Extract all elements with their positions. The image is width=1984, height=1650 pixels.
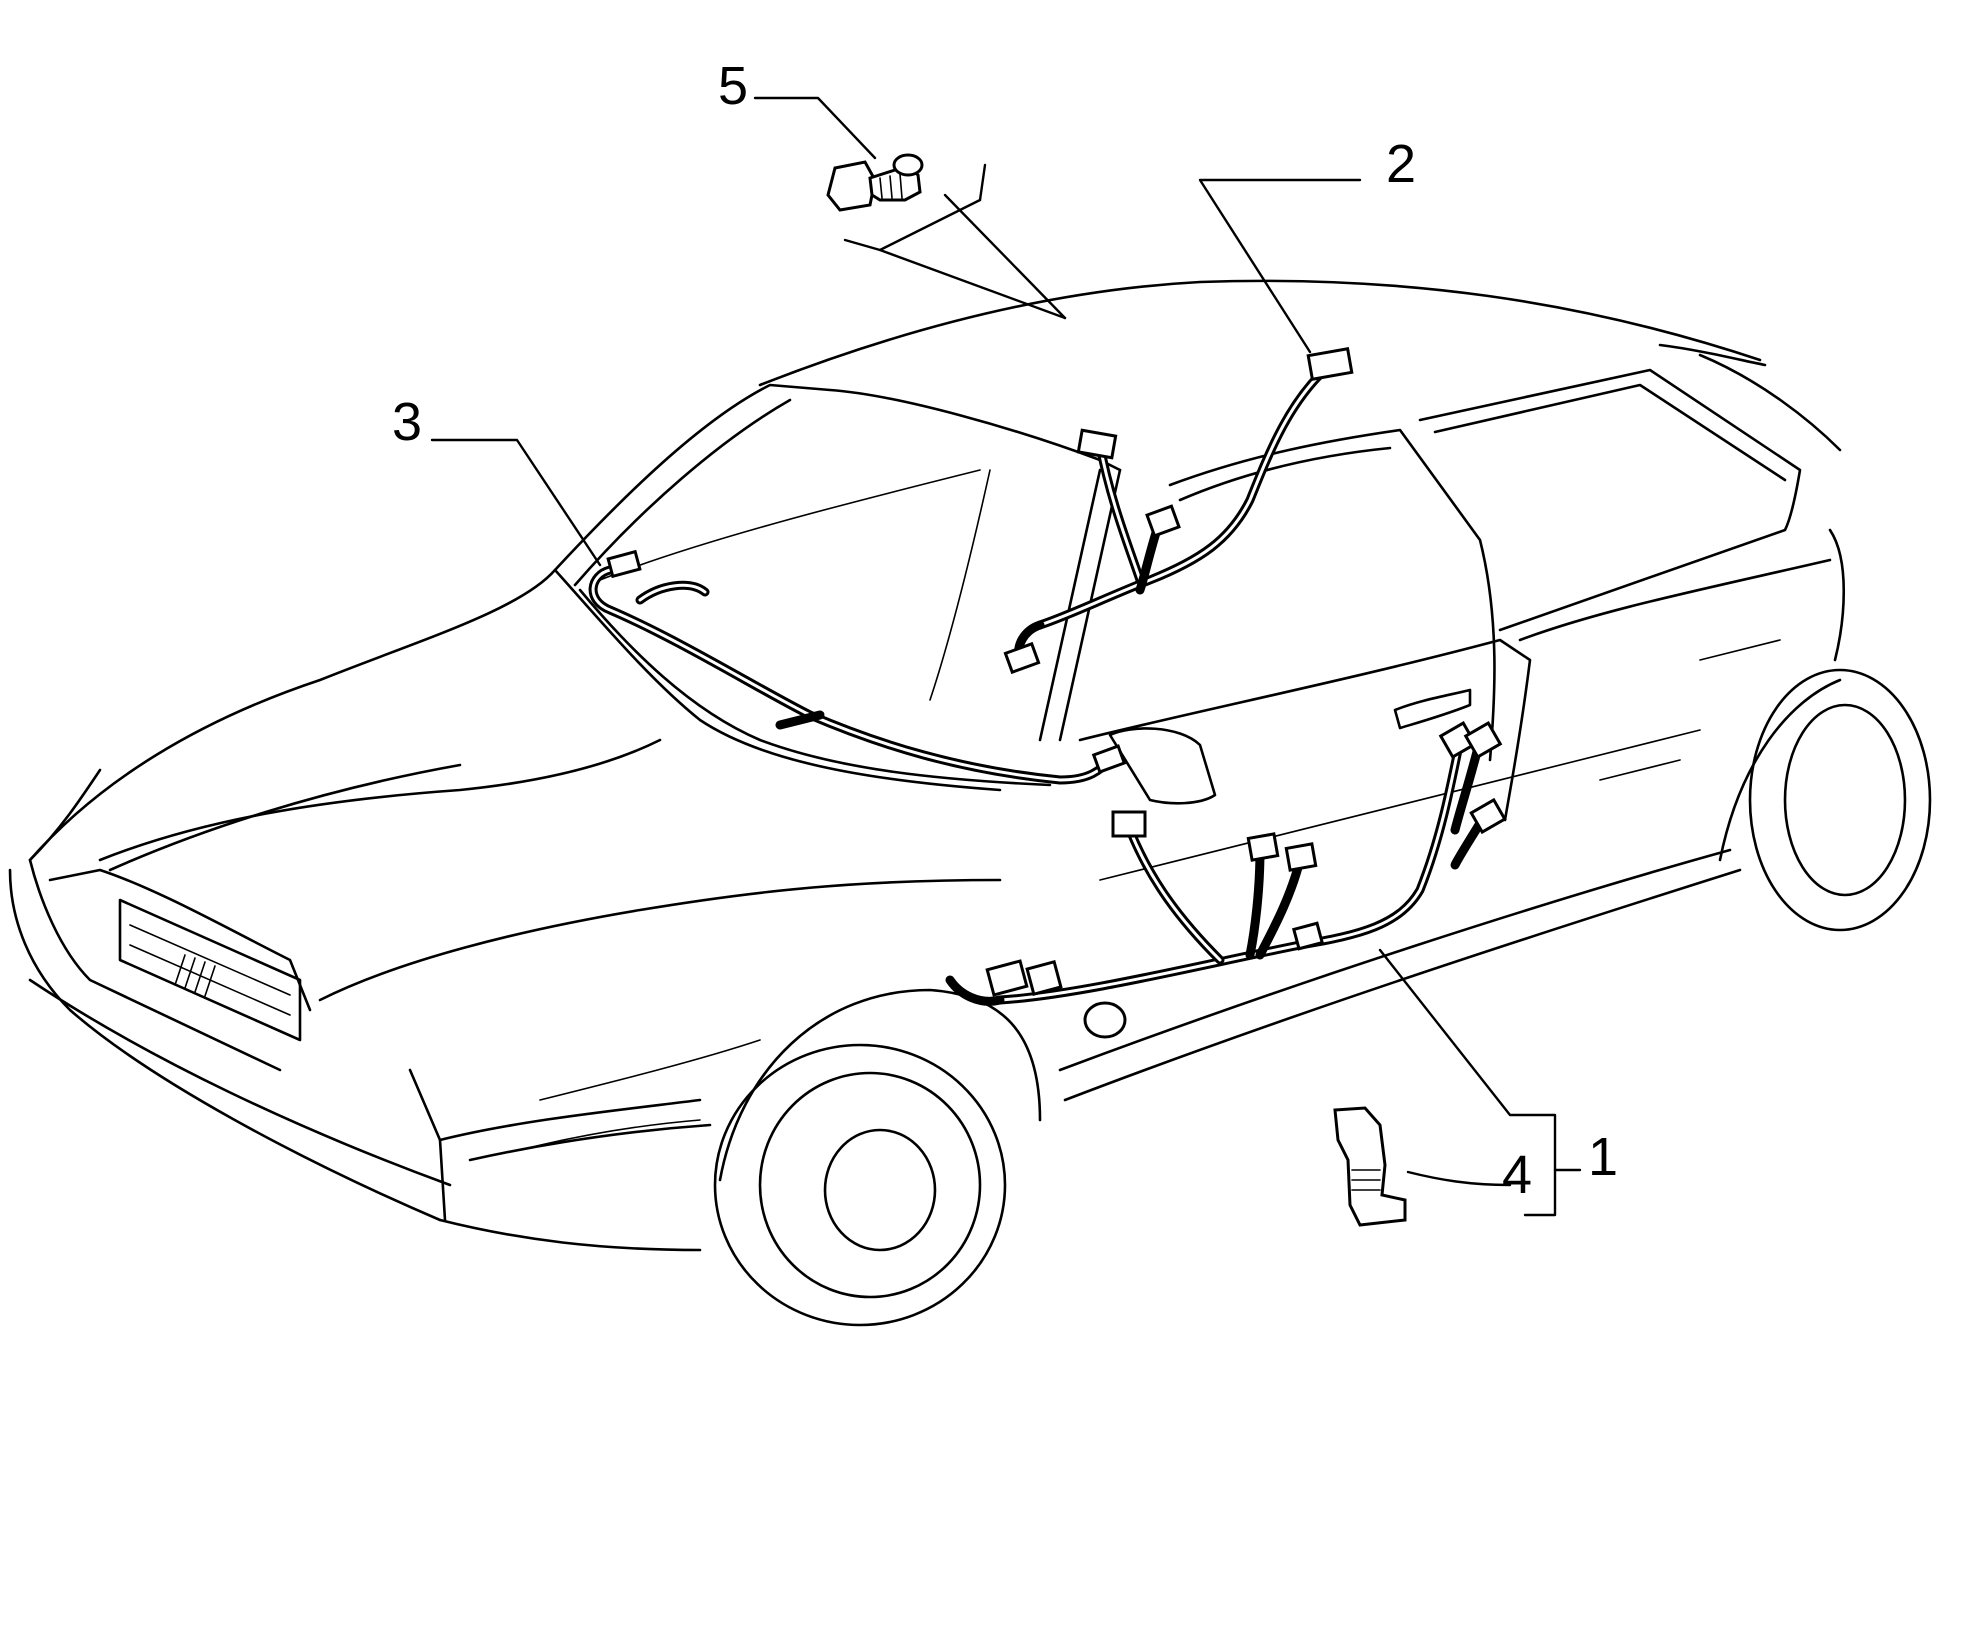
harness-1-connector-a <box>1111 810 1147 838</box>
part-4-clip <box>1333 1106 1407 1227</box>
harness-2-connector-b <box>1076 428 1118 460</box>
callout-2: 2 <box>1386 134 1416 194</box>
callout-4: 4 <box>1502 1145 1532 1205</box>
part-5-grommet <box>826 153 1067 320</box>
harness-2-connector-c <box>1145 504 1181 538</box>
harness-1-connector-g <box>1291 921 1325 951</box>
harness-2-upper <box>1003 346 1354 675</box>
leader-5 <box>753 96 877 160</box>
leader-4 <box>1406 1170 1512 1187</box>
harness-2-connector-a <box>1306 346 1354 382</box>
harness-1-connector-f <box>1469 797 1507 835</box>
callout-3: 3 <box>392 392 422 452</box>
harness-3-connector-b <box>1091 744 1127 774</box>
harness-1-connector-c <box>1284 842 1318 872</box>
harness-2-connector-d <box>1003 641 1041 675</box>
harness-1-connector-b <box>1246 832 1280 862</box>
callout-1: 1 <box>1588 1127 1618 1187</box>
harness-1-connector-h <box>985 959 1029 997</box>
harness-1-grommet <box>1083 1001 1127 1039</box>
callout-5: 5 <box>718 56 748 116</box>
callout-labels: 5 2 3 4 1 <box>392 56 1618 1205</box>
harness-3-dashboard <box>588 549 1127 785</box>
harness-1-connector-e <box>1463 721 1503 759</box>
leader-lines <box>430 96 1582 1217</box>
harness-1-connector-i <box>1025 959 1063 997</box>
leader-2 <box>1198 178 1362 354</box>
car-body <box>8 279 1932 1327</box>
harness-3-connector-a <box>606 549 642 579</box>
leader-3 <box>430 438 602 567</box>
harness-1-door-sill <box>945 721 1507 1039</box>
leader-1 <box>1378 948 1557 1217</box>
